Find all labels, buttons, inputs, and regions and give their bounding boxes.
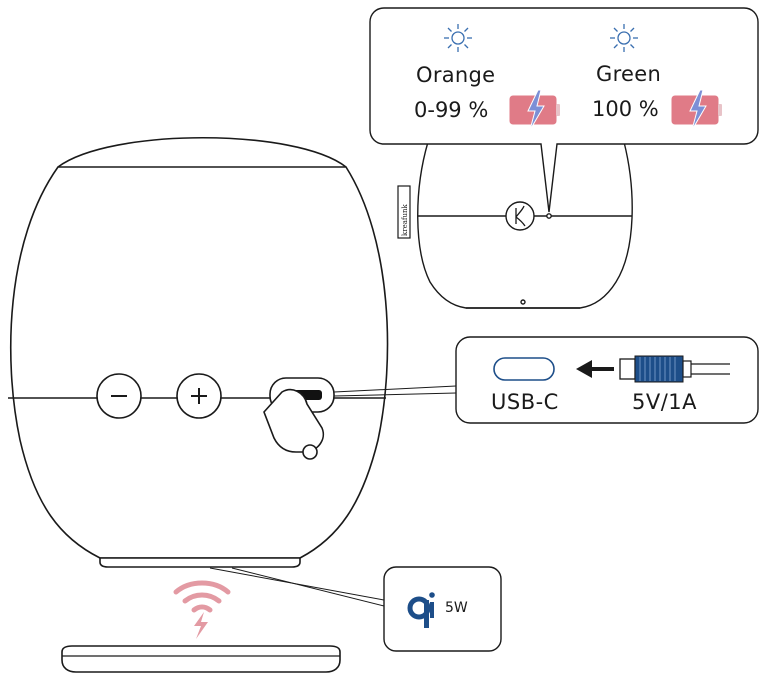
main-speaker [8, 136, 389, 568]
small-speaker-port [546, 213, 552, 219]
usb-cable-icon [619, 355, 730, 383]
usb-rating-label: 5V/1A [632, 390, 698, 414]
qi-logo-icon [407, 592, 435, 628]
wireless-charger [61, 580, 341, 673]
plus-button[interactable] [176, 373, 222, 419]
charge-state-level: 0-99 % [414, 98, 489, 122]
usb-plug-body [263, 388, 324, 453]
usb-port-assembly[interactable] [263, 377, 335, 460]
charge-state-name: Green [596, 62, 662, 86]
charging-pad [61, 645, 341, 673]
small-speaker-button[interactable] [505, 201, 535, 231]
kreafunk-k-icon [515, 205, 526, 227]
qi-callout-box [383, 566, 502, 652]
small-speaker [397, 141, 633, 309]
charging-bolt-icon [194, 612, 208, 639]
speaker-base [99, 557, 301, 568]
led-callout-box [369, 7, 759, 213]
speaker-body [9, 166, 389, 559]
battery-charging-icon [509, 89, 560, 131]
charge-state-level: 100 % [592, 97, 659, 121]
usb-plug-cable-end [302, 444, 318, 460]
battery-charging-icon [671, 89, 722, 131]
brand-tag [397, 185, 411, 239]
qi-power-label: 5W [445, 600, 468, 616]
charge-state-name: Orange [416, 63, 496, 87]
small-speaker-led [520, 299, 526, 305]
sun-icon [444, 24, 472, 52]
usb-leader-lines [333, 385, 457, 397]
qi-leader-lines [209, 567, 385, 607]
wireless-signal-icon [173, 580, 231, 613]
sun-icon [610, 24, 638, 52]
brand-tag-text: kreafunk [401, 203, 409, 236]
arrow-left-icon [576, 360, 614, 378]
minus-button[interactable] [96, 373, 142, 419]
usb-port-label: USB-C [491, 390, 559, 414]
speaker-top-cap [57, 136, 347, 168]
usb-c-port-icon [493, 357, 555, 381]
